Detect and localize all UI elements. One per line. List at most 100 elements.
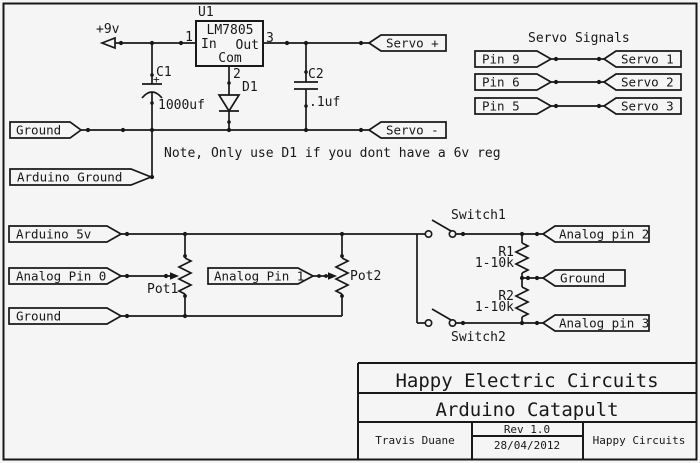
flag-analog-pin-3-shape [541, 314, 650, 332]
flag-pin6-label: Pin 6 [482, 75, 520, 90]
flag-analog-pin-1: Analog Pin 1 [207, 267, 315, 285]
title-block-author: Travis Duane [375, 434, 454, 447]
r2-value-label: 1-10k [475, 300, 514, 315]
flag-ground-lower-left-shape [8, 307, 123, 325]
regulator-in-label: In [201, 37, 217, 52]
flag-analog-pin-3-label: Analog pin 3 [559, 316, 649, 331]
flag-analog-pin-0-label: Analog Pin 0 [16, 269, 106, 284]
switch1-label: Switch1 [451, 208, 506, 223]
flag-servo3-shape [602, 97, 682, 115]
control-wires [121, 219, 543, 324]
flag-ground-mid: Ground [541, 269, 626, 287]
title-block-company: Happy Electric Circuits [395, 370, 658, 392]
pot2-wiper-arrow-icon [328, 272, 337, 280]
servo-signal-row: Pin 5 Servo 3 [474, 97, 682, 115]
control-section: Pot1 Pot2 Switch1 Switch2 R1 1-10k R2 1-… [8, 208, 650, 345]
title-block-title: Arduino Catapult [435, 399, 618, 421]
flag-servo1-label: Servo 1 [621, 52, 674, 67]
flag-analog-pin-2-shape [541, 225, 650, 243]
title-block-organization: Happy Circuits [593, 434, 686, 447]
servo-signals-section: Servo Signals Pin 9 Servo 1 Pin 6 Servo … [474, 31, 682, 115]
servo-signal-row: Pin 9 Servo 1 [474, 50, 682, 68]
pot1-wiper-arrow-icon [170, 272, 179, 280]
c1-ref-label: C1 [156, 65, 172, 80]
switch2-left-contact [424, 318, 433, 327]
diode-triangle-icon [217, 94, 241, 113]
c1-polarity-mark: + [153, 73, 160, 86]
supply-arrow-icon [99, 36, 116, 50]
d1-ref-label: D1 [242, 80, 258, 95]
flag-analog-pin-0: Analog Pin 0 [8, 267, 123, 285]
c1-value-label: 1000uf [158, 98, 205, 113]
regulator-part-label: LM7805 [207, 23, 254, 38]
flag-pin5-shape [474, 97, 553, 115]
switch2-right-contact [448, 318, 457, 327]
flag-arduino-ground: Arduino Ground [9, 168, 154, 186]
flag-ground-mid-shape [541, 269, 626, 287]
regulator-pin3-number: 3 [266, 31, 274, 46]
flag-analog-pin-1-shape [207, 267, 315, 285]
regulator-pin1-number: 1 [185, 30, 193, 45]
flag-servo-minus: Servo - [367, 121, 447, 139]
flag-ground-shape [9, 121, 83, 139]
flag-ground-lower-left: Ground [8, 307, 123, 325]
r2-ref-label: R2 [498, 289, 514, 304]
flag-arduino-5v-label: Arduino 5v [16, 227, 91, 242]
switch1-left-contact [424, 230, 433, 239]
flag-arduino-5v-shape [8, 225, 123, 243]
flag-pin9-shape [474, 50, 553, 68]
regulator-pin2-number: 2 [233, 67, 241, 82]
pot2-label: Pot2 [350, 269, 381, 284]
title-block: Happy Electric Circuits Arduino Catapult… [357, 362, 697, 460]
power-wires [81, 42, 369, 177]
flag-ground-lower-left-label: Ground [16, 309, 61, 324]
regulator-com-label: Com [218, 51, 242, 66]
r1-value-label: 1-10k [475, 256, 514, 271]
power-supply-section: +9v U1 LM7805 In Out Com 1 3 2 C1 + 1000… [9, 5, 501, 186]
pot1-label: Pot1 [147, 282, 178, 297]
title-block-date: 28/04/2012 [494, 439, 560, 452]
flag-servo2-shape [602, 73, 682, 91]
regulator-ref-label: U1 [198, 5, 214, 20]
supply-voltage-label: +9v [96, 22, 120, 37]
power-junction-dots [85, 40, 364, 180]
c2-value-label: .1uf [309, 95, 340, 110]
flag-servo-plus: Servo + [367, 34, 447, 52]
regulator-u1: U1 LM7805 In Out Com 1 3 2 [185, 5, 274, 82]
capacitor-c2: C2 .1uf [308, 67, 340, 110]
flag-servo3-label: Servo 3 [621, 99, 674, 114]
flag-ground: Ground [9, 121, 83, 139]
flag-servo2-label: Servo 2 [621, 75, 674, 90]
flag-analog-pin-3: Analog pin 3 [541, 314, 650, 332]
flag-servo-minus-label: Servo - [386, 123, 439, 138]
flag-ground-mid-label: Ground [560, 271, 605, 286]
flag-arduino-5v: Arduino 5v [8, 225, 123, 243]
flag-ground-label: Ground [16, 123, 61, 138]
flag-analog-pin-2: Analog pin 2 [541, 225, 650, 243]
title-block-revision: Rev 1.0 [504, 423, 550, 436]
switch1-right-contact [448, 230, 457, 239]
regulator-out-label: Out [236, 38, 259, 53]
flag-analog-pin-0-shape [8, 267, 123, 285]
schematic-note: Note, Only use D1 if you dont have a 6v … [164, 146, 501, 161]
capacitor-c1: C1 + 1000uf [153, 65, 205, 113]
r1-ref-label: R1 [498, 245, 514, 260]
servo-signals-title: Servo Signals [528, 31, 630, 46]
flag-pin9-label: Pin 9 [482, 52, 520, 67]
flag-arduino-ground-shape [9, 168, 154, 186]
flag-servo1-shape [602, 50, 682, 68]
flag-servo-plus-label: Servo + [386, 36, 439, 51]
regulator-body [195, 20, 264, 67]
control-junction-dots [124, 231, 540, 326]
switch2-label: Switch2 [451, 330, 506, 345]
c2-ref-label: C2 [308, 67, 324, 82]
flag-analog-pin-1-label: Analog Pin 1 [214, 269, 304, 284]
title-block-lines [357, 362, 697, 460]
flag-pin5-label: Pin 5 [482, 99, 520, 114]
servo-signal-row: Pin 6 Servo 2 [474, 73, 682, 91]
flag-servo-minus-shape [367, 121, 447, 139]
diode-d1: D1 [217, 80, 258, 113]
